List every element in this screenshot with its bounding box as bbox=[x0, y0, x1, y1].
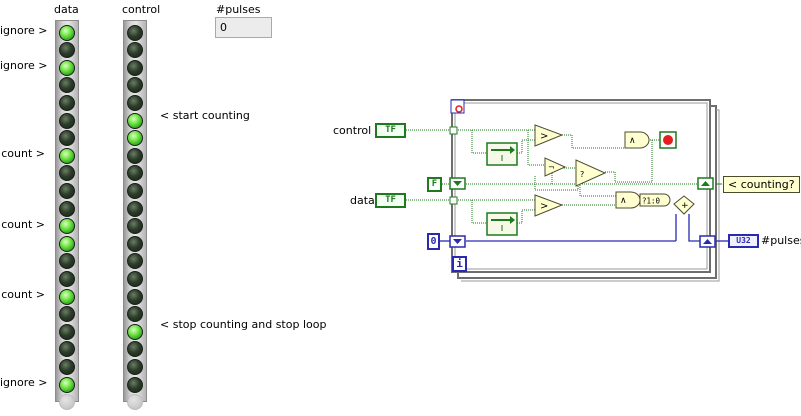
shift-register-right-bool[interactable] bbox=[697, 177, 714, 190]
start-counting-note: < start counting bbox=[160, 109, 250, 122]
select-function[interactable]: ? bbox=[575, 159, 607, 187]
svg-text:?1:0: ?1:0 bbox=[642, 197, 661, 206]
data-led bbox=[59, 376, 75, 393]
data-led bbox=[59, 394, 75, 411]
zero-constant[interactable]: 0 bbox=[427, 233, 440, 250]
shift-register-right-int[interactable] bbox=[699, 235, 716, 248]
data-led bbox=[59, 130, 75, 147]
data-led-column bbox=[55, 20, 79, 411]
data-led bbox=[59, 270, 75, 287]
data-led bbox=[59, 24, 75, 41]
control-led bbox=[127, 270, 143, 287]
data-led bbox=[59, 218, 75, 235]
data-led bbox=[59, 235, 75, 252]
control-led bbox=[127, 94, 143, 111]
svg-text:¬: ¬ bbox=[548, 163, 555, 172]
data-led bbox=[59, 253, 75, 270]
row-label: count > bbox=[1, 217, 45, 231]
data-led bbox=[59, 200, 75, 217]
control-led bbox=[127, 130, 143, 147]
control-led bbox=[127, 218, 143, 235]
svg-text:>: > bbox=[540, 131, 548, 142]
not-function[interactable]: ¬ bbox=[544, 157, 567, 177]
control-led bbox=[127, 24, 143, 41]
data-led bbox=[59, 182, 75, 199]
loop-iteration-terminal: i bbox=[452, 256, 467, 272]
svg-text:?: ? bbox=[580, 170, 584, 179]
control-led bbox=[127, 147, 143, 164]
and-gate-stop[interactable]: ∧ bbox=[624, 131, 650, 149]
control-led bbox=[127, 235, 143, 252]
svg-text:>: > bbox=[540, 201, 548, 212]
control-led-column bbox=[123, 20, 147, 411]
control-column-header: control bbox=[122, 3, 161, 16]
stop-condition-terminal[interactable] bbox=[659, 131, 677, 149]
control-led bbox=[127, 358, 143, 375]
while-loop[interactable] bbox=[451, 99, 720, 282]
control-led bbox=[127, 200, 143, 217]
stop-counting-note: < stop counting and stop loop bbox=[160, 318, 327, 331]
control-terminal-label: control bbox=[333, 124, 372, 137]
control-led bbox=[127, 165, 143, 182]
shift-register-left-bool[interactable] bbox=[449, 177, 466, 190]
control-led bbox=[127, 253, 143, 270]
data-led bbox=[59, 165, 75, 182]
bool-to-int-function[interactable]: ?1:0 bbox=[639, 193, 671, 207]
row-label: count > bbox=[1, 147, 45, 161]
add-function[interactable]: + bbox=[673, 195, 695, 215]
control-led bbox=[127, 77, 143, 94]
control-led bbox=[127, 182, 143, 199]
control-led bbox=[127, 306, 143, 323]
row-label: ignore > bbox=[0, 24, 48, 37]
row-label: count > bbox=[1, 288, 45, 301]
svg-text:+: + bbox=[681, 201, 689, 211]
pulses-u32-indicator[interactable]: U32 bbox=[728, 234, 759, 248]
data-column-header: data bbox=[54, 3, 79, 16]
tunnel-data bbox=[449, 196, 458, 205]
greater-than-control[interactable]: > bbox=[534, 124, 564, 147]
feedback-node-data[interactable] bbox=[486, 212, 518, 236]
control-led bbox=[127, 112, 143, 129]
data-led bbox=[59, 59, 75, 76]
control-led bbox=[127, 341, 143, 358]
row-label: ignore > bbox=[0, 59, 48, 73]
greater-than-data[interactable]: > bbox=[534, 194, 564, 217]
pulses-numeric-indicator: 0 bbox=[215, 17, 272, 38]
data-led bbox=[59, 323, 75, 340]
data-led bbox=[59, 306, 75, 323]
control-led bbox=[127, 323, 143, 340]
pulses-header: #pulses bbox=[216, 3, 261, 16]
data-led bbox=[59, 341, 75, 358]
data-led bbox=[59, 42, 75, 59]
and-gate-count[interactable]: ∧ bbox=[615, 191, 641, 209]
row-label: ignore > bbox=[0, 376, 48, 389]
shift-register-left-int[interactable] bbox=[449, 235, 466, 248]
control-led bbox=[127, 394, 143, 411]
control-led bbox=[127, 376, 143, 393]
false-constant[interactable]: F bbox=[427, 177, 442, 192]
data-led bbox=[59, 112, 75, 129]
control-led bbox=[127, 59, 143, 76]
data-led bbox=[59, 288, 75, 305]
pulses-terminal-label: #pulses bbox=[761, 234, 801, 247]
data-terminal-label: data bbox=[350, 194, 375, 207]
data-led bbox=[59, 94, 75, 111]
svg-text:∧: ∧ bbox=[620, 196, 627, 206]
data-led bbox=[59, 358, 75, 375]
control-terminal[interactable]: TF bbox=[375, 123, 406, 138]
counting-indicator[interactable]: < counting? bbox=[723, 176, 800, 193]
loop-timing-icon bbox=[450, 99, 465, 114]
data-terminal[interactable]: TF bbox=[375, 193, 406, 208]
control-led bbox=[127, 42, 143, 59]
feedback-node-control[interactable] bbox=[486, 142, 518, 166]
control-led bbox=[127, 288, 143, 305]
data-led bbox=[59, 77, 75, 94]
data-led bbox=[59, 147, 75, 164]
svg-text:∧: ∧ bbox=[629, 136, 636, 146]
tunnel-control bbox=[449, 126, 458, 135]
